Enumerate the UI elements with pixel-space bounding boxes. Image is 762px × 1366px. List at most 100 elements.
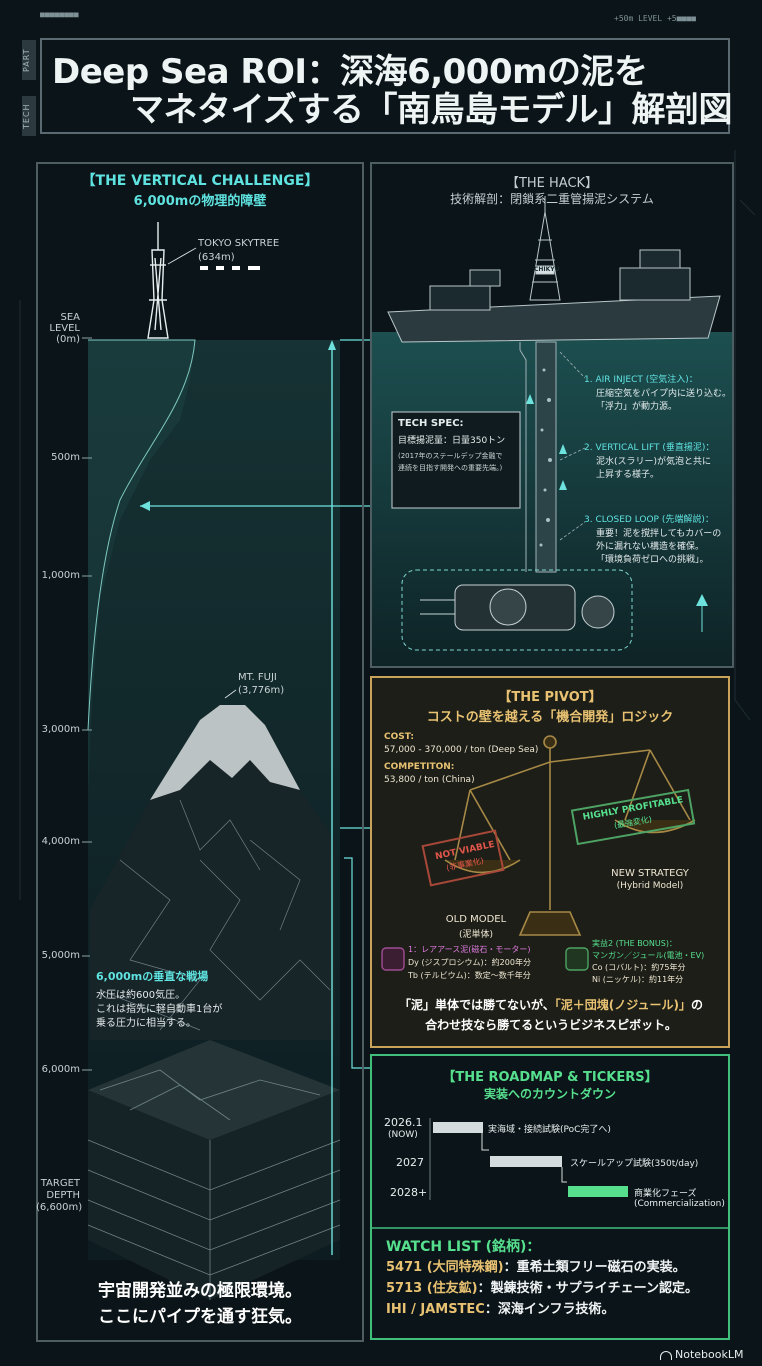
roadmap-year-2: 2027 [396,1156,424,1169]
skytree-drawing [147,222,169,339]
right-list-1: 実益2 (THE BONUS)： [592,939,677,948]
roadmap-text-3b: (Commercialization) [634,1199,725,1209]
brand-name: NotebookLM [675,1348,744,1361]
left-list-3: Tb (テルビウム)：数定～数千年分 [408,971,531,980]
not-viable-stamp [421,829,505,887]
pressure-line-1: 水圧は約600気圧。 [96,990,186,1001]
depth-5000: 5,000m [41,950,80,961]
step2-line2: 上昇する様子。 [596,470,660,480]
pressure-title: 6,000mの垂直な戦場 [96,970,209,983]
new-strategy-label: NEW STRATEGY [611,868,689,879]
new-strategy-sub: (Hybrid Model) [616,881,684,891]
spec-line-2: (2017年のステールデップ金融で [398,452,503,460]
right-list-3: Co (コバルト)：約75年分 [592,963,686,972]
roadmap-text-1: 実海域・接続試験(PoC完了へ) [488,1125,611,1135]
summary-part-c: の [690,998,703,1012]
roadmap-gantt [429,1118,628,1200]
title-frame [40,38,730,134]
fuji-label: MT. FUJI [238,672,277,683]
ship-name: CHIKYU [534,266,560,273]
watch-ticker-2: 5713 (住友鉱) [386,1281,478,1296]
depth-1000: 1,000m [41,570,80,581]
notebooklm-icon [660,1350,672,1360]
pivot-heading-en: 【THE PIVOT】 [498,690,602,705]
old-model-ja: (泥単体) [458,930,494,940]
roadmap-year-3: 2028+ [390,1186,428,1199]
step3-line1: 重要！泥を撹拌してもカバーの [596,529,722,539]
riser-pipe [519,341,557,573]
target-depth-3: (6,600m) [36,1202,83,1213]
watch-desc-1: ：重希土類フリー磁石の実装。 [503,1260,686,1275]
mt-fuji-drawing [90,705,335,1040]
part-tag: PART [22,40,36,80]
left-list-1: 1：レアアース泥(磁石・モーター) [408,945,531,954]
target-depth-2: DEPTH [46,1190,80,1201]
spec-line-1: 目標揚泥量：日量350トン [398,436,506,446]
roadmap-heading-en: 【THE ROADMAP & TICKERS】 [442,1070,658,1085]
roadmap-year-1-sub: (NOW) [388,1130,418,1140]
watch-desc-3: ：深海インフラ技術。 [484,1302,615,1317]
pivot-panel [370,676,730,1048]
cost-value: 57,000 - 370,000 / ton (Deep Sea) [384,745,539,755]
pivot-summary-line1: 「泥」単体では勝てないが、「泥＋団塊(ノジュール)」の [378,996,724,1013]
hack-heading-en: 【THE HACK】 [505,176,599,191]
seabed-block [87,1040,341,1300]
vertical-footer-2: ここにパイプを通す狂気。 [98,1307,302,1327]
skytree-height: (634m) [198,252,235,263]
watch-ticker-1: 5471 (大同特殊鋼) [386,1260,504,1275]
step1-line1: 圧縮空気をパイプ内に送り込む。 [596,389,732,399]
vertical-challenge-panel [36,162,364,1342]
tech-tag: TECH [22,96,36,136]
vertical-heading-en: 【THE VERTICAL CHALLENGE】 [81,173,319,189]
pivot-summary-line2: 合わせ技なら勝てるというビジネスピボット。 [425,1018,677,1032]
watch-item-2: 5713 (住友鉱)：製錬技術・サプライチェーン認定。 [386,1277,698,1296]
pressure-line-3: 乗る圧力に相当する。 [96,1018,196,1029]
watch-item-1: 5471 (大同特殊鋼)：重希土類フリー磁石の実装。 [386,1256,686,1275]
depth-500: 500m [51,452,80,463]
notebooklm-logo: NotebookLM [660,1348,743,1361]
cost-label: COST: [384,732,414,742]
highly-profitable-stamp [570,788,696,846]
step1-line2: 「浮力」が動力源。 [596,402,678,412]
step3-line2: 外に漏れない構造を確保。 [596,542,705,552]
step2-title: 2. VERTICAL LIFT (垂直揚泥)： [584,443,715,453]
collector-machine [420,584,615,631]
page-title-line1: Deep Sea ROI：深海6,000mの泥を [52,52,648,92]
sea-level-3: (0m) [56,334,80,345]
depth-6000: 6,000m [41,1064,80,1075]
fuji-height: (3,776m) [238,685,285,696]
vertical-footer-1: 宇宙開発並みの極限環境。 [98,1281,302,1301]
roadmap-year-1: 2026.1 [384,1116,423,1129]
pressure-line-2: これは指先に軽自動車1台が [96,1004,223,1015]
vertical-heading-ja: 6,000mの物理的障壁 [133,194,267,209]
target-depth-1: TARGET [40,1178,80,1189]
right-list-2: マンガン／ジュール(電池・EV) [592,951,705,960]
step3-line3: 「環境負荷ゼロへの挑戦」。 [596,555,709,565]
roadmap-heading-ja: 実装へのカウントダウン [483,1087,616,1101]
left-list-2: Dy (ジスプロシウム)：約200年分 [408,958,531,967]
watch-desc-2: ：製錬技術・サプライチェーン認定。 [477,1281,698,1296]
summary-part-b: 「泥＋団塊(ノジュール)」 [554,998,691,1012]
depth-3000: 3,000m [41,724,80,735]
step3-title: 3. CLOSED LOOP (先端解説)： [584,515,714,525]
top-strip-left: ■■■■■■■■ [40,10,79,19]
right-list-4: Ni (ニッケル)：約11年分 [592,975,684,984]
top-strip-right: +50m LEVEL +5■■■■ [614,14,696,23]
page-title-line2: マネタイズする「南鳥島モデル」解剖図 [130,90,732,130]
pivot-heading-ja: コストの壁を越える「機合開発」ロジック [426,710,674,725]
roadmap-panel [370,1054,730,1340]
competition-label: COMPETITON: [384,762,455,772]
scale-bar [200,266,260,270]
skytree-label: TOKYO SKYTREE [198,238,280,249]
watch-list-title: WATCH LIST (銘柄)： [386,1239,541,1255]
watch-ticker-3: IHI / JAMSTEC [386,1302,485,1317]
drill-ship-drawing [387,196,721,343]
roadmap-text-3: 商業化フェーズ [634,1189,697,1199]
hack-panel [370,162,734,668]
sea-level-1: SEA [60,312,80,323]
spec-line-3: 連続を目指す開発への重要先端。) [398,464,503,472]
step1-title: 1. AIR INJECT (空気注入)： [584,375,698,385]
roadmap-text-2: スケールアップ試験(350t/day) [570,1159,699,1169]
competition-value: 53,800 / ton (China) [384,775,475,785]
